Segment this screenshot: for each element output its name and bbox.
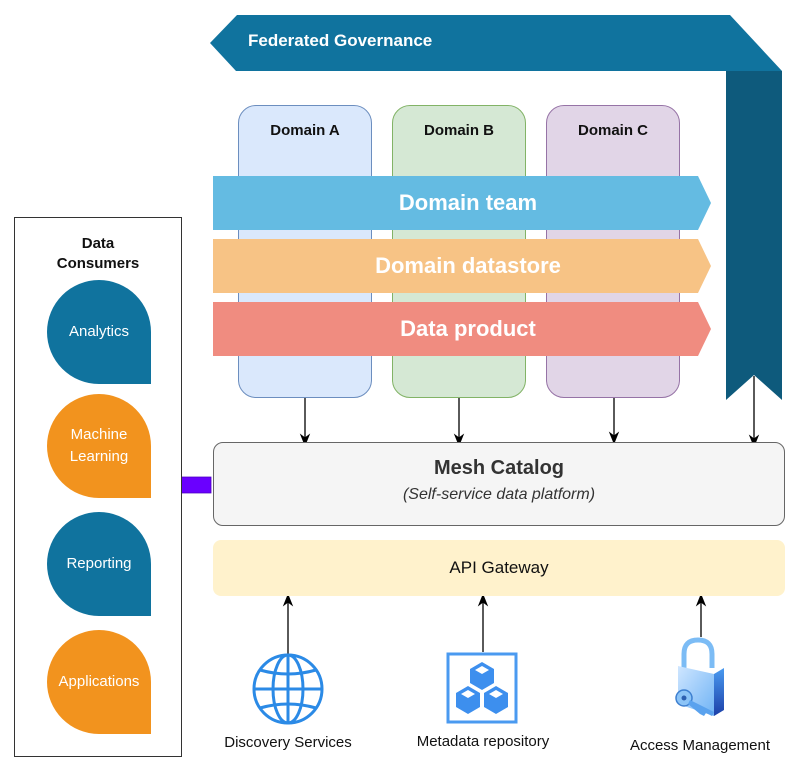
api-gateway-box[interactable]: API Gateway [213,540,785,596]
globe-icon[interactable] [251,652,325,726]
lock-key-icon[interactable] [670,636,730,722]
band-domain-datastore [213,239,711,293]
band-data-product-label: Data product [400,316,536,341]
cubes-icon[interactable] [446,652,518,724]
band-domain-team-label: Domain team [398,190,538,215]
access-management-label: Access Management [629,737,771,754]
domain-a-title: Domain A [270,122,340,139]
band-domain-datastore-label: Domain datastore [375,253,561,278]
governance-label: Federated Governance [248,31,433,50]
governance-banner-vertical [726,71,782,400]
consumer-reporting[interactable]: Reporting [47,512,151,616]
domain-b-title: Domain B [423,122,494,139]
mesh-catalog-box[interactable]: Mesh Catalog (Self-service data platform… [213,442,785,526]
consumer-analytics[interactable]: Analytics [47,280,151,384]
data-consumers-title: Data Consumers [56,235,140,272]
consumer-applications[interactable]: Applications [47,630,151,734]
governance-banner-horizontal [210,15,782,71]
discovery-services-label: Discovery Services [224,734,352,751]
mesh-catalog-subtitle: (Self-service data platform) [402,486,596,503]
mesh-catalog-title: Mesh Catalog [433,457,565,479]
band-domain-team [213,176,711,230]
domain-c-title: Domain C [577,122,648,139]
api-gateway-label: API Gateway [449,558,549,577]
metadata-repository-label: Metadata repository [416,733,550,750]
band-data-product [213,302,711,356]
